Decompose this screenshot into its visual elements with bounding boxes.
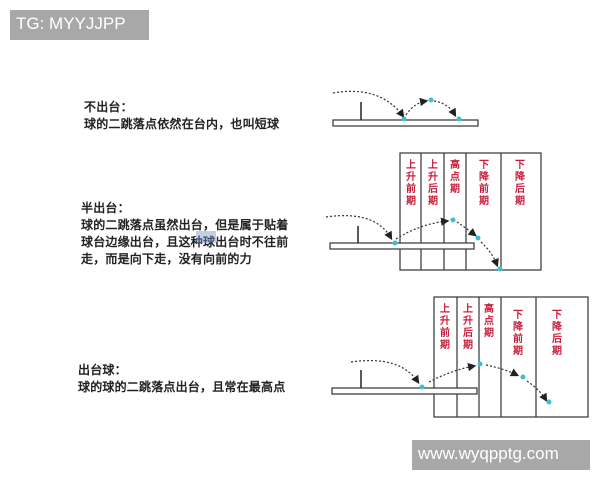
table-surface — [331, 387, 478, 395]
diagram-long-ball: 上升前期 上升后期 高点期 下降前期 下降后期 — [331, 296, 589, 418]
svg-text:高点期: 高点期 — [450, 158, 460, 195]
watermark-top: TG: MYYJJPP — [10, 10, 149, 40]
overlay-artifact — [196, 231, 216, 243]
section-title: 半出台： — [81, 201, 130, 215]
ball — [520, 374, 526, 380]
section-text: 球的二跳落点依然在台内，也叫短球 — [84, 117, 280, 131]
svg-text:下降前期: 下降前期 — [479, 159, 490, 207]
svg-text:高点期: 高点期 — [484, 302, 494, 339]
ball — [401, 116, 407, 122]
svg-text:上升前期: 上升前期 — [406, 158, 416, 207]
section-text: 走，而是向下走，没有向前的力 — [81, 252, 252, 266]
ball — [456, 116, 462, 122]
svg-text:下降前期: 下降前期 — [513, 309, 524, 357]
ball — [497, 266, 503, 272]
section-long-ball: 出台球： 球的球的二跳落点出台，且常在最高点 — [78, 362, 285, 396]
section-title: 出台球： — [78, 363, 127, 377]
phase-grid — [399, 152, 542, 271]
watermark-bottom: www.wyqpptg.com — [412, 440, 590, 470]
diagram-half-long-ball: 上升前期 上升后期 高点期 下降前期 下降后期 — [325, 152, 542, 272]
section-title: 不出台： — [84, 100, 133, 114]
ball — [450, 217, 456, 223]
phase-labels: 上升前期 上升后期 高点期 下降前期 下降后期 — [440, 302, 563, 357]
ball — [477, 361, 483, 367]
diagram-short-ball — [332, 90, 479, 127]
ball — [392, 240, 398, 246]
svg-text:上升前期: 上升前期 — [440, 302, 450, 351]
section-short-ball: 不出台： 球的二跳落点依然在台内，也叫短球 — [84, 99, 279, 133]
phase-grid — [433, 296, 589, 418]
svg-text:下降后期: 下降后期 — [515, 159, 526, 207]
table-surface — [329, 242, 475, 250]
ball — [419, 384, 425, 390]
ball — [546, 399, 552, 405]
section-text: 球的二跳落点虽然出台，但是属于贴着 — [81, 218, 289, 232]
section-half-long-ball: 半出台： 球的二跳落点虽然出台，但是属于贴着 球台边缘出台，且这种球出台时不往前… — [81, 200, 288, 268]
ball — [428, 97, 434, 103]
ball — [475, 235, 481, 241]
svg-text:上升后期: 上升后期 — [463, 302, 473, 351]
svg-text:上升后期: 上升后期 — [428, 158, 438, 207]
section-text: 球台边缘出台，且这种球出台时不往前 — [81, 235, 289, 249]
section-text: 球的球的二跳落点出台，且常在最高点 — [78, 380, 286, 394]
svg-text:下降后期: 下降后期 — [552, 309, 563, 357]
phase-labels: 上升前期 上升后期 高点期 下降前期 下降后期 — [406, 158, 526, 207]
